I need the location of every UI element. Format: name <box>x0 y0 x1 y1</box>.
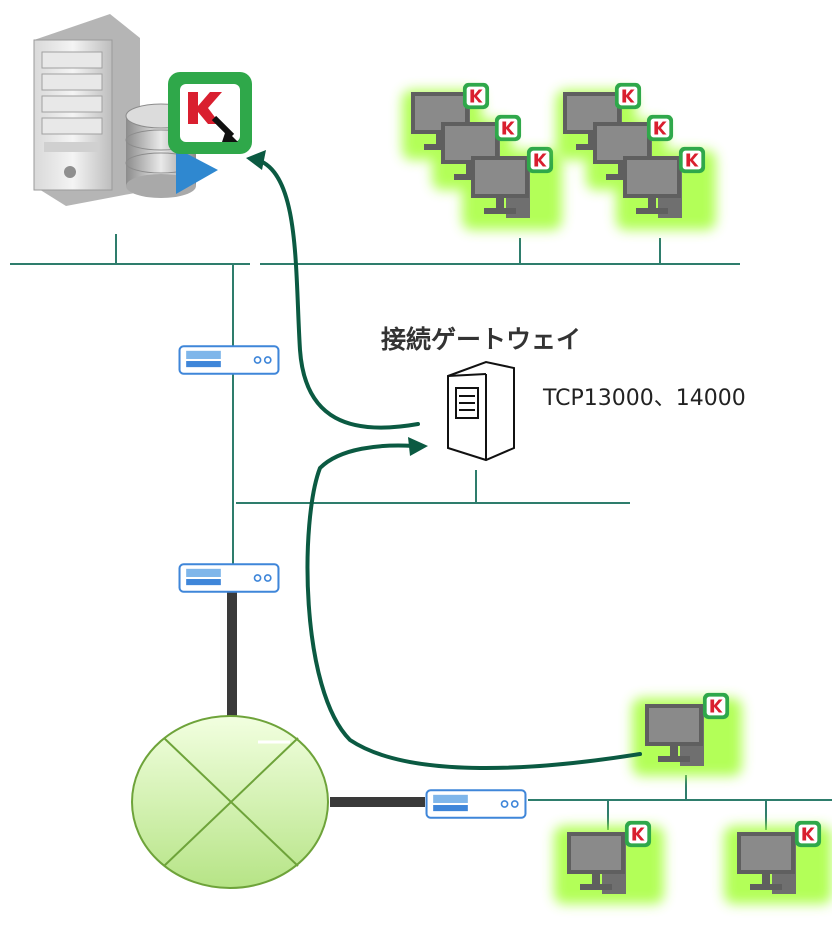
remote-client-2 <box>554 820 664 904</box>
client-group-1 <box>402 82 562 230</box>
admin-server-icon <box>33 14 140 206</box>
client-group-2 <box>556 82 716 230</box>
gateway-server-icon <box>447 360 515 462</box>
switch-icon <box>178 563 280 593</box>
remote-client-1 <box>632 692 742 776</box>
switch-icon <box>425 789 527 819</box>
port-label: TCP13000、14000 <box>543 386 746 411</box>
arrow-gateway-to-admin <box>256 158 420 430</box>
arrowhead-gateway <box>408 437 428 456</box>
kaspersky-admin-badge-icon <box>168 72 252 154</box>
wan-icon <box>131 715 329 889</box>
arrow-remote-to-gateway <box>305 443 642 770</box>
remote-client-3 <box>724 820 832 904</box>
arrowhead-admin <box>246 150 266 170</box>
switch-icon <box>178 345 280 375</box>
flow-arrows <box>256 158 642 770</box>
gateway-label: 接続ゲートウェイ <box>381 325 582 354</box>
wan-links <box>227 592 425 807</box>
network-lines <box>10 234 832 830</box>
